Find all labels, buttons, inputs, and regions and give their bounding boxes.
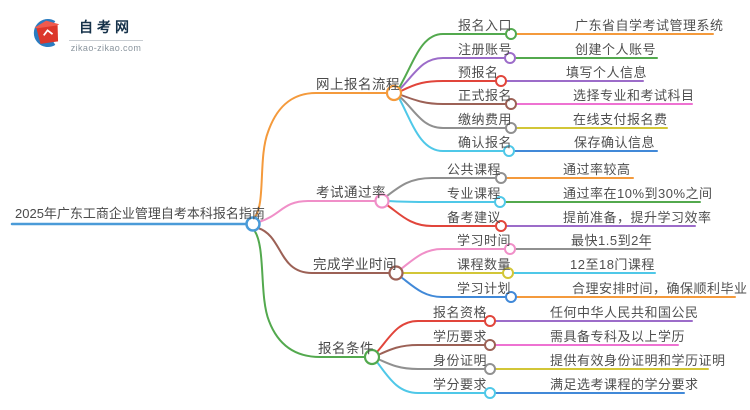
branch-completion-time: 完成学业时间: [313, 257, 397, 272]
branch-online-registration-process: 网上报名流程: [316, 77, 400, 92]
wire-pre-registration: [400, 80, 496, 92]
value-gd-self-study-exam-system: 广东省自学考试管理系统: [575, 18, 724, 33]
child-dot-pay-fees: [505, 122, 517, 134]
value-college-degree-required: 需具备专科及以上学历: [550, 329, 686, 344]
child-education-requirement: 学历要求: [433, 329, 488, 344]
value-save-confirmation-info: 保存确认信息: [574, 135, 656, 150]
value-any-prc-citizen: 任何中华人民共和国公民: [550, 305, 699, 320]
wire-education-requirement: [377, 344, 485, 356]
child-registration-entrance: 报名入口: [458, 18, 513, 33]
child-course-count: 课程数量: [457, 257, 512, 272]
value-pass-rate-10-30: 通过率在10%到30%之间: [563, 186, 713, 201]
child-identity-proof: 身份证明: [433, 353, 488, 368]
value-12-to-18-courses: 12至18门课程: [570, 257, 655, 272]
child-study-plan: 学习计划: [457, 281, 512, 296]
wire-major-courses: [387, 200, 495, 203]
child-prep-advice: 备考建议: [447, 210, 502, 225]
child-pay-fees: 缴纳费用: [458, 112, 513, 127]
logo-subtitle: zikao-zikao.com: [70, 43, 142, 53]
child-dot-study-plan: [505, 291, 517, 303]
child-dot-pre-registration: [495, 75, 507, 87]
wire-formal-registration: [400, 94, 506, 105]
wire-registration-entrance: [398, 33, 506, 89]
graduation-cap-icon: [33, 19, 60, 47]
wire-eligibility: [376, 320, 485, 353]
root-node: 2025年广东工商企业管理自考本科报名指南: [15, 206, 265, 221]
root-node-dot: [245, 216, 261, 232]
child-dot-study-time: [504, 243, 516, 255]
branch-dot-registration-requirements: [363, 348, 381, 366]
child-dot-major-courses: [494, 196, 506, 208]
branch-registration-requirements: 报名条件: [318, 341, 374, 356]
child-dot-formal-registration: [505, 98, 517, 110]
wire-credit-requirement: [376, 361, 485, 394]
value-meet-credit-requirements: 满足选考课程的学分要求: [550, 377, 699, 392]
child-dot-course-count: [502, 267, 514, 279]
child-dot-registration-entrance: [505, 28, 517, 40]
value-schedule-reasonably: 合理安排时间，确保顺利毕业: [572, 281, 748, 296]
child-public-courses: 公共课程: [447, 162, 502, 177]
child-dot-public-courses: [495, 172, 507, 184]
branch-dot-online-process: [385, 84, 403, 102]
wire-prep-advice: [386, 204, 496, 227]
child-dot-credit-requirement: [484, 387, 496, 399]
value-choose-major-subjects: 选择专业和考试科目: [573, 88, 695, 103]
branch-dot-exam-pass-rate: [374, 193, 390, 209]
logo-title: 自考网: [69, 17, 143, 41]
value-fill-personal-info: 填写个人信息: [566, 65, 648, 80]
child-dot-register-account: [504, 52, 516, 64]
wire-root-to-completion-time: [257, 227, 390, 274]
child-dot-education-requirement: [484, 339, 496, 351]
child-dot-eligibility: [484, 315, 496, 327]
wire-root-to-exam-pass-rate: [258, 200, 376, 223]
site-logo: 自考网 zikao-zikao.com: [30, 17, 143, 53]
child-dot-confirm-registration: [503, 145, 515, 157]
child-credit-requirement: 学分要求: [433, 377, 488, 392]
wire-study-plan: [400, 276, 506, 298]
wire-root-to-online-process: [253, 92, 388, 219]
value-pass-rate-high: 通过率较高: [563, 162, 631, 177]
child-eligibility: 报名资格: [433, 305, 488, 320]
child-confirm-registration: 确认报名: [458, 135, 513, 150]
value-valid-id-and-diploma: 提供有效身份证明和学历证明: [550, 353, 726, 368]
value-prepare-early: 提前准备，提升学习效率: [563, 210, 712, 225]
wire-study-time: [400, 248, 505, 270]
value-pay-online: 在线支付报名费: [573, 112, 668, 127]
child-dot-identity-proof: [484, 363, 496, 375]
wire-register-account: [399, 57, 505, 90]
child-dot-prep-advice: [495, 220, 507, 232]
child-major-courses: 专业课程: [447, 186, 502, 201]
branch-exam-pass-rate: 考试通过率: [316, 185, 386, 200]
child-formal-registration: 正式报名: [458, 88, 513, 103]
wire-public-courses: [386, 177, 496, 197]
branch-dot-completion-time: [388, 265, 404, 281]
wire-pay-fees: [399, 96, 506, 129]
wire-identity-proof: [377, 358, 485, 370]
child-study-time: 学习时间: [457, 233, 512, 248]
value-fastest-1-5-to-2-years: 最快1.5到2年: [571, 233, 653, 248]
child-register-account: 注册账号: [458, 42, 513, 57]
child-pre-registration: 预报名: [458, 65, 499, 80]
wire-root-to-registration-requirements: [253, 229, 366, 358]
value-create-personal-account: 创建个人账号: [575, 42, 657, 57]
wire-confirm-registration: [398, 97, 504, 152]
